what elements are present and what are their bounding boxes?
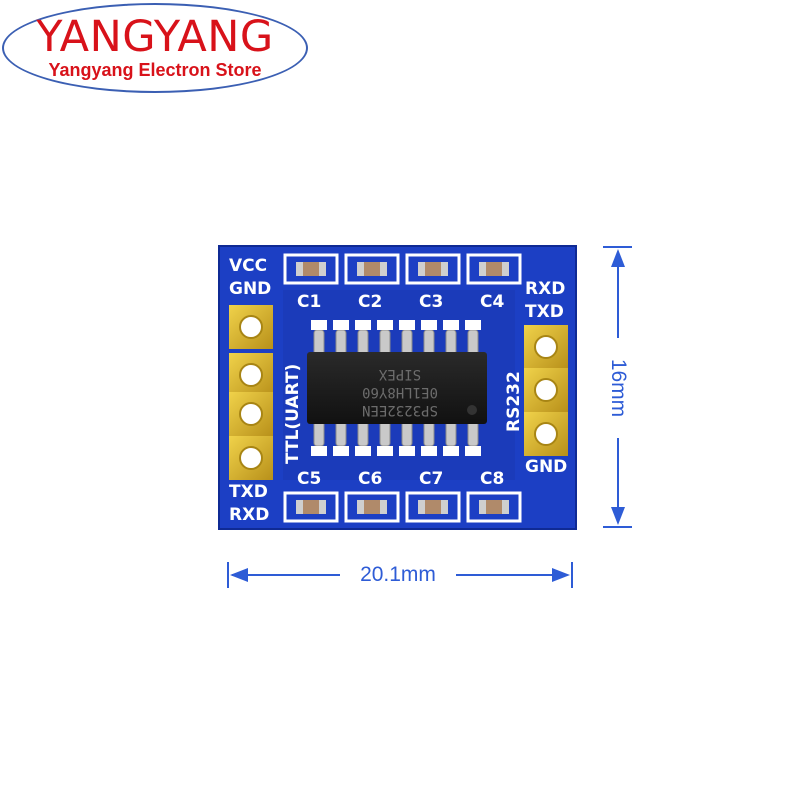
label-c8: C8	[480, 469, 504, 489]
store-logo-badge	[2, 3, 308, 93]
label-txd-left: TXD	[229, 482, 268, 502]
chip-marking-line-2: 0E1LH8Y60	[362, 384, 438, 400]
label-gnd-right: GND	[525, 457, 567, 477]
label-c1: C1	[297, 292, 321, 312]
label-c6: C6	[358, 469, 382, 489]
width-dimension-label: 20.1mm	[342, 563, 454, 587]
label-c4: C4	[480, 292, 504, 312]
top-capacitors	[296, 262, 509, 276]
label-vcc-left: VCC	[229, 256, 267, 276]
solder-pads	[311, 320, 481, 456]
label-c2: C2	[358, 292, 382, 312]
label-ttl-uart: TTL(UART)	[283, 364, 303, 464]
label-txd-right: TXD	[525, 302, 564, 322]
chip-pin1-dot	[467, 405, 477, 415]
label-rxd-left: RXD	[229, 505, 269, 525]
label-gnd-left: GND	[229, 279, 271, 299]
height-dimension-label: 16mm	[606, 338, 630, 438]
bottom-capacitor-footprints	[283, 491, 522, 523]
height-dimension-line	[603, 246, 632, 528]
label-c3: C3	[419, 292, 443, 312]
left-pin-header	[229, 305, 273, 480]
store-logo-title: YANGYANG	[36, 12, 274, 62]
label-rxd-right: RXD	[525, 279, 565, 299]
chip-marking-line-3: SIPEX	[378, 366, 421, 382]
width-dimension-line	[227, 562, 573, 588]
label-rs232: RS232	[504, 371, 524, 432]
label-c7: C7	[419, 469, 443, 489]
bottom-capacitors	[296, 500, 509, 514]
top-capacitor-footprints	[283, 253, 522, 285]
chip-marking-line-1: SP3232EEN	[362, 402, 438, 418]
sp3232-chip	[307, 352, 487, 424]
label-c5: C5	[297, 469, 321, 489]
store-logo-subtitle: Yangyang Electron Store	[48, 60, 262, 80]
right-pin-header	[524, 325, 568, 456]
